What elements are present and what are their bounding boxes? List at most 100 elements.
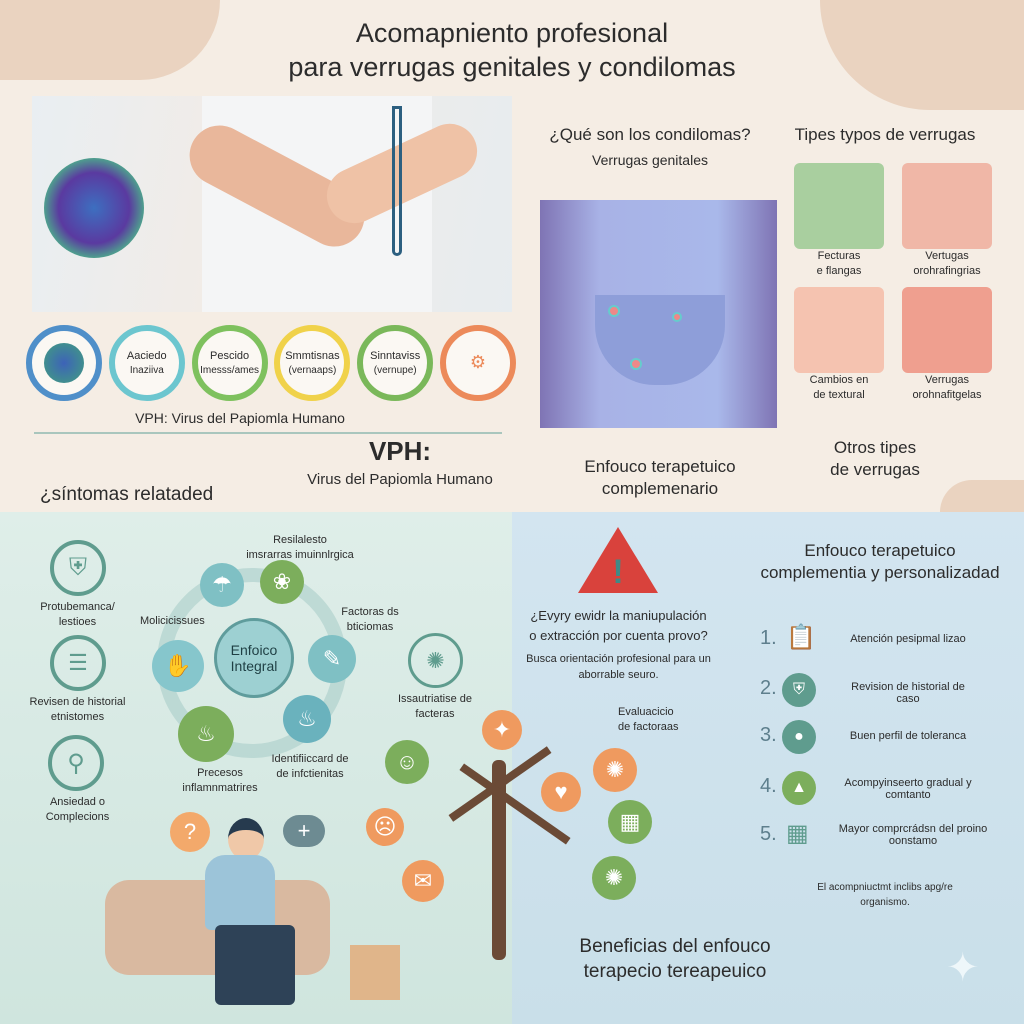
heading-line: de verrugas: [830, 460, 920, 479]
advice-line: aborrable seuro.: [578, 669, 659, 681]
symptom-label: Complecions: [45, 810, 110, 823]
integral-label: Molicicissues: [140, 615, 205, 627]
heading-line: Otros tipes: [833, 438, 917, 457]
label-line: caso: [896, 693, 920, 705]
flow-step-treatment: ⚙: [439, 325, 516, 401]
label-line: Revision de historial de: [851, 681, 965, 693]
device-icon: ⚙: [469, 352, 487, 373]
anatomy-illustration: [902, 163, 992, 249]
label-line: Mayor comprcrádsn del proino: [838, 823, 988, 835]
page-title: Acomapniento profesional para verrugas g…: [0, 16, 1024, 84]
heading-line: complemenario: [601, 479, 719, 498]
shield-icon: ⛨: [50, 540, 106, 596]
symptom-item: Protubemanca/lestioes: [20, 600, 135, 630]
step-sub: (vernaaps): [288, 364, 337, 376]
label-line: Acompyinseerto gradual y: [844, 777, 972, 789]
step-sub: (vernupe): [373, 364, 417, 376]
symptom-label: Revisen de historial: [29, 696, 126, 708]
person-icon: ☺: [385, 740, 429, 784]
virus-icon: [44, 343, 84, 383]
hand-icon: ✋: [152, 640, 204, 692]
step-sub: Imesss/ames: [200, 364, 260, 376]
person-body: [205, 855, 275, 930]
immune-icon: ☂: [200, 563, 244, 607]
integral-label: Identifiiccard de de infctienitas: [265, 752, 355, 782]
note-line: organismo.: [860, 897, 910, 908]
decor-blob: [940, 480, 1024, 512]
timeline-line: [34, 432, 502, 434]
item-number: 3.: [760, 724, 777, 746]
item-number: 1.: [760, 627, 777, 649]
label-line: de infctienitas: [276, 767, 344, 780]
note-line: El acompniuctmt inclibs apg/re: [817, 882, 953, 893]
symptom-label: Ansiedad o: [49, 796, 106, 808]
item-label: Atención pesipmal lizao: [850, 633, 966, 645]
step-sub: Inaziiva: [129, 364, 164, 376]
step-label: Smmtisnas: [285, 350, 340, 363]
type-label: Vertugas: [925, 250, 969, 262]
type-label: orohnafitgelas: [912, 388, 982, 401]
types-title: Tipes typos de verrugas: [794, 125, 976, 144]
step-label: Pescido: [210, 350, 250, 363]
shield-icon: ⛨: [782, 673, 816, 707]
drop-icon: ●: [782, 720, 816, 754]
condilomas-subtitle: Verrugas genitales: [592, 152, 708, 168]
type-label: e flangas: [816, 264, 862, 277]
center-label: Enfoico: [230, 642, 278, 658]
other-types-heading: Otros tipes de verrugas: [790, 437, 960, 481]
mail-icon: ✉: [402, 860, 444, 902]
heading-line: Enfouco terapetuico: [804, 541, 956, 560]
label-line: Issautriatise de: [398, 693, 472, 705]
broken-heart-icon: ♥: [541, 772, 581, 812]
tree-trunk: [492, 760, 506, 960]
label-line: Resilalesto: [273, 534, 327, 546]
exclamation-mark: !: [612, 553, 624, 591]
symptom-item: Ansiedad o Complecions: [20, 795, 135, 825]
sad-face-icon: ☹: [366, 808, 404, 846]
flow-step-virus: [26, 325, 102, 401]
wart-marker: [672, 312, 682, 322]
symptom-label: lestioes: [58, 615, 97, 628]
type-label: Verrugas: [924, 373, 970, 386]
clipboard-icon: ☰: [50, 635, 106, 691]
condilomas-title: ¿Qué son los condilomas?: [549, 125, 751, 144]
question-line: o extracción por cuenta provo?: [529, 628, 708, 643]
lightbulb-icon: ✦: [482, 710, 522, 750]
skin-illustration: [794, 286, 884, 373]
calendar-icon: ▦: [786, 820, 809, 847]
flame-icon: ♨: [283, 695, 331, 743]
flow-caption: VPH: Virus del Papiomla Humano: [135, 410, 345, 426]
item-number: 5.: [760, 823, 777, 845]
label-line: Identifiiccard de: [271, 753, 349, 765]
mouth-illustration: [902, 286, 992, 373]
sparkle-icon: ✦: [946, 946, 980, 990]
body-illustration: [540, 200, 777, 428]
label-line: de factoraas: [618, 720, 679, 733]
item-number: 2.: [760, 677, 777, 699]
symptom-item: Revisen de historial etnistomes: [15, 695, 140, 725]
label-line: bticiomas: [346, 620, 394, 633]
warning-icon: [578, 527, 658, 593]
heading-line: Beneficias del enfouco: [579, 936, 771, 957]
label-line: Precesos: [197, 767, 243, 779]
thought-cloud-icon: +: [283, 815, 325, 847]
step-label: Aaciedo: [126, 350, 167, 363]
symptom-label: etnistomes: [50, 710, 105, 723]
